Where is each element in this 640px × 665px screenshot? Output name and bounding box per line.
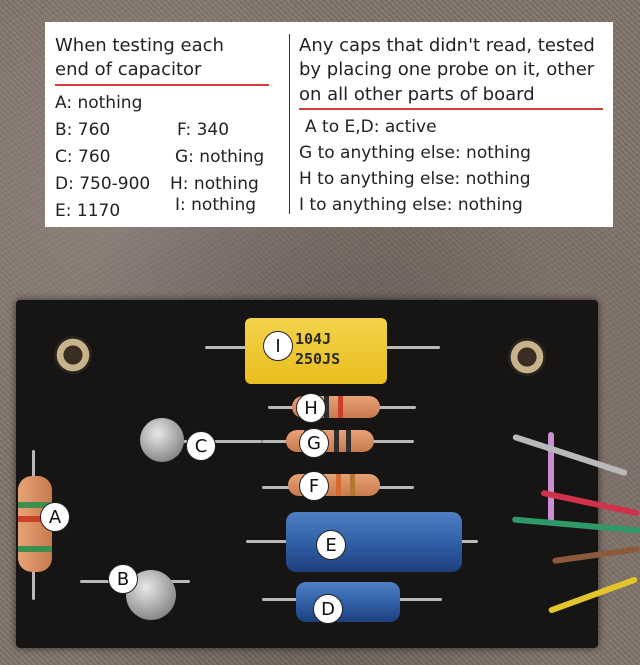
label-f: F: [299, 471, 329, 501]
left-heading-line-1: When testing each: [55, 35, 224, 56]
mounting-hole-left: [54, 336, 92, 374]
left-heading-line-2: end of capacitor: [55, 58, 269, 86]
result-i: I to anything else: nothing: [299, 195, 523, 215]
reading-g: G: nothing: [175, 147, 265, 167]
reading-d: D: 750-900: [55, 174, 151, 194]
label-i: I: [263, 331, 293, 361]
left-column: When testing each end of capacitor: [55, 34, 283, 86]
reading-b: B: 760: [55, 120, 111, 140]
reading-a: A: nothing: [55, 93, 143, 113]
reading-h: H: nothing: [170, 174, 259, 194]
electrolytic-capacitor-d: [296, 582, 400, 622]
result-g: G to anything else: nothing: [299, 143, 531, 163]
label-e: E: [316, 530, 346, 560]
transistor-c-lead: [182, 440, 262, 443]
result-h: H to anything else: nothing: [299, 169, 531, 189]
test-notes-panel: When testing each end of capacitor A: no…: [45, 22, 613, 227]
reading-c: C: 760: [55, 147, 111, 167]
reading-i: I: nothing: [175, 195, 257, 215]
result-a-to-e-d: A to E,D: active: [305, 117, 437, 137]
reading-e: E: 1170: [55, 201, 121, 221]
film-cap-lead-right: [385, 346, 440, 349]
reading-f: F: 340: [177, 120, 230, 140]
label-b: B: [108, 564, 138, 594]
right-heading-line-3: on all other parts of board: [299, 83, 603, 110]
right-heading-line-2: by placing one probe on it, other: [299, 59, 595, 81]
label-c: C: [186, 431, 216, 461]
label-h: H: [296, 393, 326, 423]
film-cap-text-1: 104J: [295, 330, 332, 348]
right-column: Any caps that didn't read, tested by pla…: [299, 34, 609, 110]
label-g: G: [299, 428, 329, 458]
transistor-c: [140, 418, 184, 462]
film-cap-lead-left: [205, 346, 250, 349]
cable-purple: [548, 432, 554, 522]
electrolytic-capacitor-e: [286, 512, 462, 572]
label-d: D: [313, 594, 343, 624]
right-heading-line-1: Any caps that didn't read, tested: [299, 35, 595, 56]
mounting-hole-right: [508, 338, 546, 376]
column-divider: [289, 34, 290, 214]
label-a: A: [40, 502, 70, 532]
film-cap-text-2: 250JS: [295, 350, 341, 368]
